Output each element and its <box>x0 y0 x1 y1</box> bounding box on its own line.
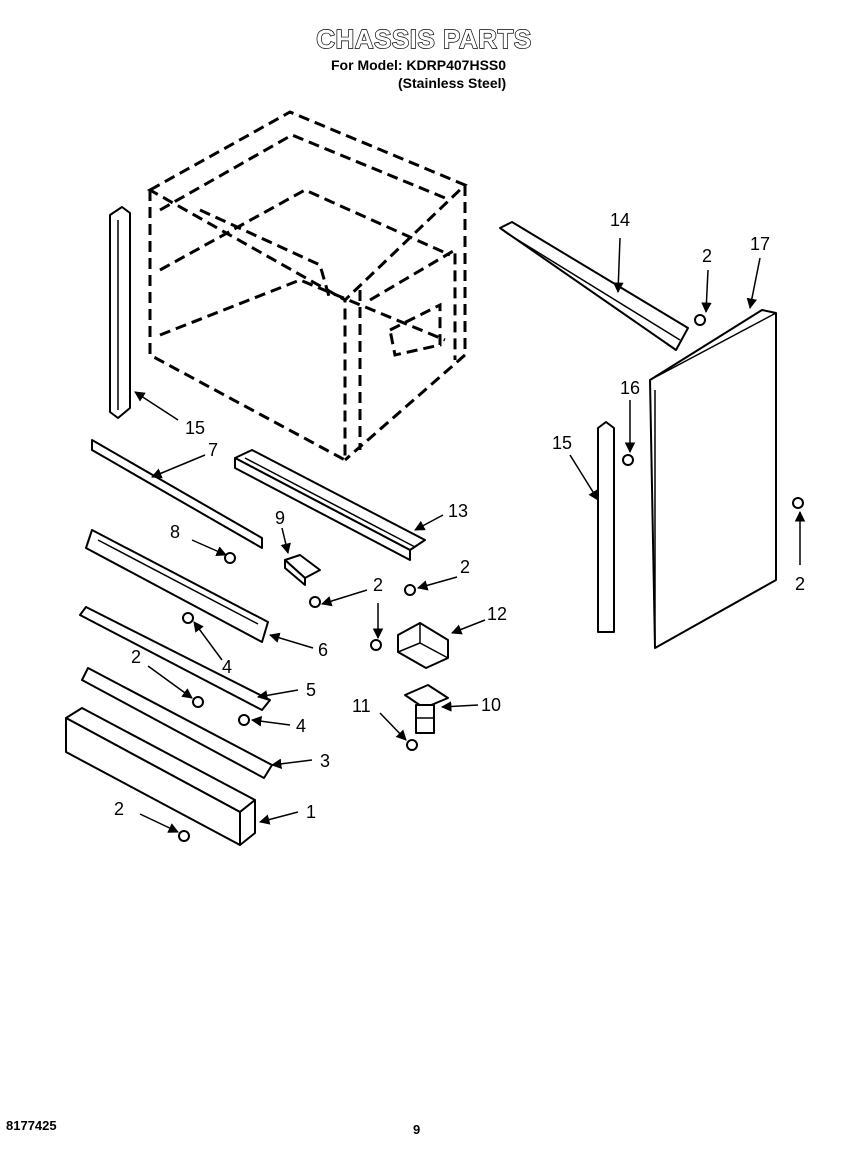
callout-2-rail14: 2 <box>702 246 712 266</box>
callout-6: 6 <box>318 640 328 660</box>
callout-15-right: 15 <box>552 433 572 453</box>
callout-11: 11 <box>352 696 371 716</box>
right-vertical-rail <box>597 421 615 633</box>
left-vertical-rail <box>109 206 131 419</box>
callout-15-left: 15 <box>185 418 205 438</box>
page-title: CHASSIS PARTS <box>316 23 532 54</box>
model-line: For Model: KDRP407HSS0 <box>331 57 507 73</box>
part-10-leg <box>404 684 449 734</box>
callout-8: 8 <box>170 522 180 542</box>
part-5-panel <box>79 606 271 711</box>
part-13-channel <box>234 449 426 561</box>
callout-13: 13 <box>448 501 468 521</box>
callout-12: 12 <box>487 604 507 624</box>
callout-labels: 15 7 8 9 13 2 2 12 6 4 2 5 4 3 1 2 10 11… <box>114 210 805 822</box>
callout-2-channel: 2 <box>460 557 470 577</box>
callout-3: 3 <box>320 751 330 771</box>
callout-2-grille: 2 <box>114 799 124 819</box>
part-3-panel <box>81 667 273 779</box>
page-number: 9 <box>413 1122 421 1137</box>
part-1-grille <box>65 707 256 846</box>
doc-number: 8177425 <box>6 1118 57 1133</box>
callout-4-upper: 4 <box>222 657 232 677</box>
callout-9: 9 <box>275 508 285 528</box>
part-6-panel <box>85 529 269 643</box>
cabinet-outline <box>146 110 468 463</box>
callout-10: 10 <box>481 695 501 715</box>
part-14-rail <box>499 221 689 351</box>
callout-14: 14 <box>610 210 630 230</box>
finish-line: (Stainless Steel) <box>398 75 507 91</box>
callout-2-panel17: 2 <box>795 574 805 594</box>
part-7-strip <box>91 439 263 549</box>
callout-5: 5 <box>306 680 316 700</box>
part-9-bracket <box>284 554 321 586</box>
callout-4-lower: 4 <box>296 716 306 736</box>
part-12-bracket <box>397 622 449 669</box>
part-17-side-panel <box>649 309 777 649</box>
callout-2-bracket9: 2 <box>373 575 383 595</box>
callout-17: 17 <box>750 234 770 254</box>
callout-2-panel5: 2 <box>131 647 141 667</box>
callout-16: 16 <box>620 378 640 398</box>
callout-1: 1 <box>306 802 316 822</box>
screws <box>178 314 804 842</box>
leader-arrows <box>134 237 806 833</box>
callout-7: 7 <box>208 440 218 460</box>
